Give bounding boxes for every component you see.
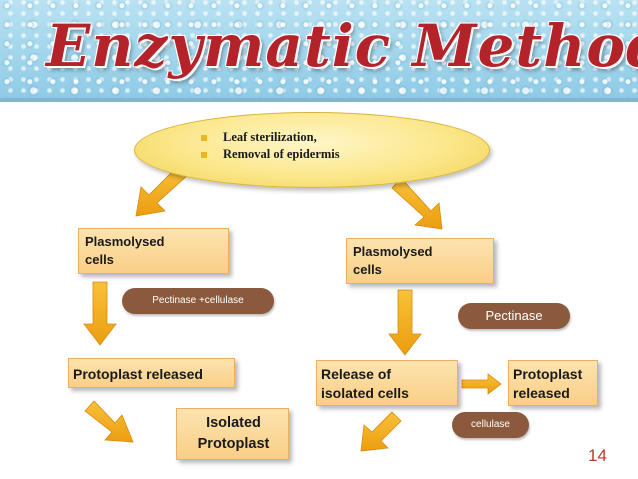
start-step-list: Leaf sterilization, Removal of epidermis [197, 129, 340, 163]
page-number: 14 [588, 446, 607, 465]
start-step-ellipse: Leaf sterilization, Removal of epidermis [134, 112, 490, 188]
release-isolated-cells-box: Release of isolated cells [316, 360, 458, 406]
right-plasmolysed-label: Plasmolysed cells [353, 244, 433, 277]
arrow-top-right [391, 177, 443, 230]
header-band [0, 0, 638, 98]
arrow-right-small [461, 373, 502, 395]
enzyme-cellulase-pill: cellulase [452, 412, 529, 438]
enzyme-pectinase-cellulase-pill: Pectinase +cellulase [122, 288, 274, 314]
arrow-left-diagonal [84, 400, 134, 443]
right-protoplast-released-label: Protoplast released [513, 366, 583, 401]
left-plasmolysed-label: Plasmolysed cells [85, 234, 165, 267]
start-step-item: Removal of epidermis [197, 146, 340, 163]
start-step-text: Leaf sterilization, [223, 130, 317, 144]
isolated-protoplast-label: Isolated Protoplast [197, 415, 270, 452]
isolated-protoplast-box: Isolated Protoplast [176, 408, 289, 460]
header-divider [0, 98, 638, 102]
protoplast-released-box: Protoplast released [68, 358, 235, 388]
bullet-icon [201, 152, 207, 158]
release-isolated-cells-label: Release of isolated cells [321, 366, 409, 401]
left-plasmolysed-box: Plasmolysed cells [78, 228, 229, 274]
right-plasmolysed-box: Plasmolysed cells [346, 238, 494, 284]
bullet-icon [201, 135, 207, 141]
enzyme-pectinase-pill: Pectinase [458, 303, 570, 329]
arrow-top-left [135, 163, 190, 217]
protoplast-released-label: Protoplast released [73, 366, 203, 382]
start-step-text: Removal of epidermis [223, 147, 340, 161]
start-step-item: Leaf sterilization, [197, 129, 340, 146]
slide-title: Enzymatic Method [46, 12, 638, 80]
arrow-right-diagonal [360, 411, 402, 452]
arrow-left-down [83, 281, 117, 346]
right-protoplast-released-box: Protoplast released [508, 360, 598, 406]
arrow-right-down [388, 289, 422, 356]
